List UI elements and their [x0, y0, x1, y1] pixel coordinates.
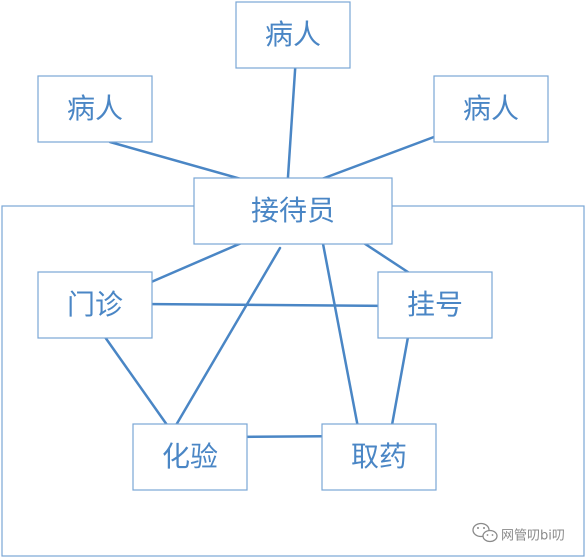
node-lab-test: 化验 [132, 423, 248, 491]
node-label: 取药 [351, 440, 407, 473]
edge-receptionist-labtest [170, 246, 282, 434]
edge-outpatient-registration [138, 302, 398, 308]
edge-registration-pharmacy [388, 324, 412, 438]
node-patient-left: 病人 [37, 75, 153, 143]
system-boundary-frame [1, 205, 585, 557]
edge-outpatient-labtest [98, 328, 174, 434]
wechat-icon [472, 522, 498, 543]
node-registration: 挂号 [377, 271, 493, 339]
node-receptionist: 接待员 [193, 177, 393, 245]
edge-patient-top-receptionist [285, 54, 298, 194]
node-patient-right: 病人 [433, 75, 549, 143]
watermark-text: 网管叨bi叨 [501, 529, 565, 544]
watermark: 网管叨bi叨 [472, 522, 565, 544]
node-outpatient: 门诊 [37, 271, 153, 339]
node-label: 病人 [67, 92, 123, 125]
edges [98, 54, 460, 440]
node-pharmacy: 取药 [321, 423, 437, 491]
node-label: 接待员 [251, 194, 335, 227]
node-label: 病人 [265, 18, 321, 51]
node-patient-top: 病人 [235, 1, 351, 69]
edge-receptionist-pharmacy [318, 226, 362, 440]
node-label: 挂号 [407, 288, 463, 321]
node-label: 门诊 [67, 288, 123, 321]
node-label: 化验 [162, 440, 218, 473]
node-label: 病人 [463, 92, 519, 125]
